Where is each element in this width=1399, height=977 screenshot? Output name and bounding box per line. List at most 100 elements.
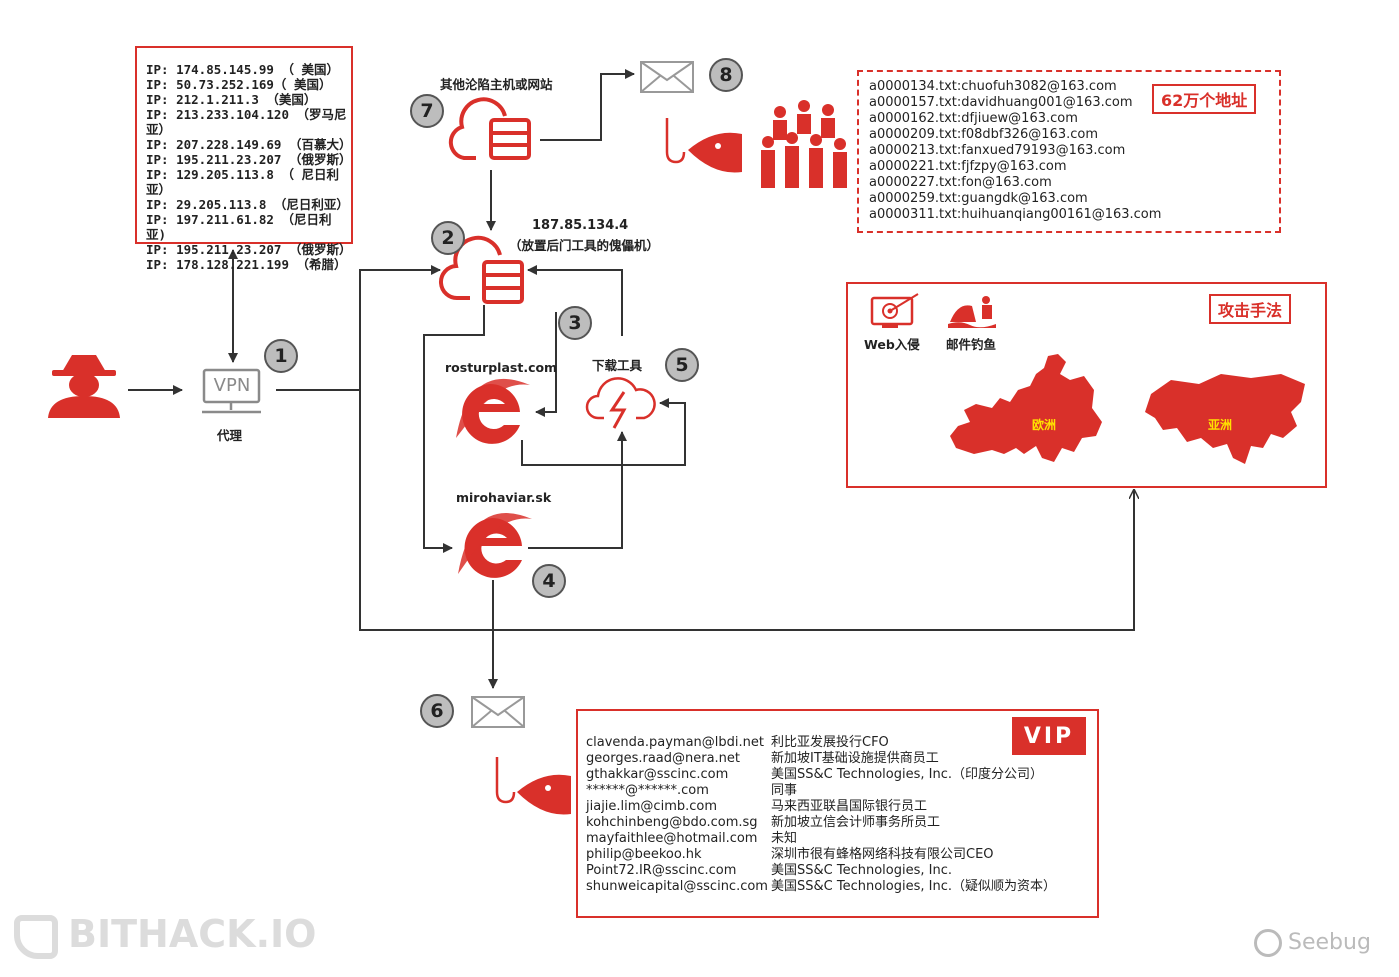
phishing-hook-icon-8 (665, 118, 686, 164)
step-badge-2: 2 (431, 221, 465, 255)
target-entry: a0000209.txt:f08dbf326@163.com (869, 127, 1098, 142)
fish-icon-8 (688, 132, 742, 173)
vip-row: clavenda.payman@lbdi.net 利比亚发展投行CFO (586, 735, 1056, 751)
vip-email: Point72.IR@sscinc.com (586, 863, 737, 878)
arrow-server-mirohaviar (423, 305, 485, 553)
target-entry: a0000213.txt:fanxued79193@163.com (869, 143, 1126, 158)
vip-email: jiajie.lim@cimb.com (586, 799, 718, 814)
mirohaviar-label: mirohaviar.sk (456, 490, 552, 505)
vip-desc: 美国SS&C Technologies, Inc. (771, 863, 952, 878)
fish-icon-6 (517, 774, 571, 815)
target-entry: a0000221.txt:fjfzpy@163.com (869, 159, 1067, 174)
hacker-icon (48, 355, 120, 418)
phishing-hook-icon-6 (495, 757, 516, 804)
bithack-watermark: BITHACK.IO (14, 912, 316, 959)
step-badge-1: 1 (264, 339, 298, 373)
server-desc-label: （放置后门工具的傀儡机） (509, 238, 660, 253)
seebug-watermark-text: Seebug (1288, 930, 1371, 955)
arrow-trunk-attack (359, 390, 1134, 631)
server-ip-label: 187.85.134.4 (532, 218, 629, 233)
ip-entry: IP: 195.211.23.207 （俄罗斯） (146, 152, 352, 167)
seebug-logo-icon (1254, 929, 1282, 957)
europe-map-icon (950, 354, 1102, 462)
ip-entry: IP: 213.233.104.120 （罗马尼亚） (146, 107, 347, 137)
attack-methods-tag: 攻击手法 (1209, 294, 1292, 324)
web-intrusion-icon (870, 293, 919, 328)
vip-desc: 深圳市很有蜂格网络科技有限公司CEO (771, 847, 994, 862)
vip-desc: 美国SS&C Technologies, Inc.（疑似顺为资本） (771, 879, 1056, 894)
target-entry: a0000157.txt:davidhuang001@163.com (869, 95, 1133, 110)
cloud-server-icon-hosts (448, 97, 531, 160)
target-entry: a0000311.txt:huihuanqiang00161@163.com (869, 207, 1162, 222)
arrow-trunk-server (359, 265, 441, 390)
seebug-watermark: Seebug (1254, 929, 1371, 957)
vip-desc: 新加坡IT基础设施提供商员工 (771, 751, 939, 766)
vip-email: georges.raad@nera.net (586, 751, 741, 766)
target-entry: a0000134.txt:chuofuh3082@163.com (869, 79, 1117, 94)
vip-row: Point72.IR@sscinc.com 美国SS&C Technologies… (586, 863, 1056, 879)
attack-methods-box: 攻击手法 Web入侵 邮件钓鱼 欧洲 亚洲 (846, 282, 1327, 488)
vip-desc: 利比亚发展投行CFO (771, 735, 889, 750)
target-entry: a0000259.txt:guangdk@163.com (869, 191, 1088, 206)
europe-label: 欧洲 (1032, 418, 1057, 432)
step-badge-5: 5 (665, 348, 699, 382)
other-hosts-label: 其他沦陷主机或网站 (440, 77, 553, 92)
vip-email: ******@******.com (586, 783, 709, 798)
asia-map-icon (1145, 374, 1305, 464)
vip-desc: 同事 (771, 783, 798, 798)
ip-entry: IP: 29.205.113.8 （尼日利亚） (146, 197, 349, 212)
vip-email: shunweicapital@sscinc.com (586, 879, 768, 894)
cloud-server-icon-main (439, 235, 524, 304)
vip-desc: 马来西亚联昌国际银行员工 (771, 799, 928, 814)
vip-row: jiajie.lim@cimb.com 马来西亚联昌国际银行员工 (586, 799, 1056, 815)
ip-list-box: IP: 174.85.145.99 （ 美国）IP: 50.73.252.169… (135, 46, 353, 272)
ip-list: IP: 174.85.145.99 （ 美国）IP: 50.73.252.169… (146, 62, 352, 272)
vip-row: philip@beekoo.hk 深圳市很有蜂格网络科技有限公司CEO (586, 847, 1056, 863)
step-badge-4: 4 (532, 564, 566, 598)
vip-row: ******@******.com 同事 (586, 783, 1056, 799)
phishing-label: 邮件钓鱼 (946, 337, 997, 352)
vip-email: clavenda.payman@lbdi.net (586, 735, 764, 750)
phishing-icon (948, 296, 996, 328)
mail-icon-8 (640, 61, 694, 93)
ip-entry: IP: 178.128.221.199 （希腊） (146, 257, 347, 272)
vip-desc: 未知 (771, 831, 798, 846)
vip-email: mayfaithlee@hotmail.com (586, 831, 758, 846)
ip-entry: IP: 129.205.113.8 （ 尼日利亚） (146, 167, 339, 197)
vip-email: kohchinbeng@bdo.com.sg (586, 815, 758, 830)
ip-entry: IP: 197.211.61.82 （尼日利亚) (146, 212, 332, 242)
mail-icon-6 (471, 696, 525, 728)
crowd-icon (761, 100, 847, 188)
arrow-hosts-mail (540, 69, 635, 141)
web-intrusion-label: Web入侵 (864, 337, 920, 352)
step-badge-7: 7 (410, 94, 444, 128)
vip-desc: 新加坡立信会计师事务所员工 (771, 815, 941, 830)
ip-entry: IP: 50.73.252.169（ 美国） (146, 77, 332, 92)
vpn-icon (202, 368, 261, 414)
ip-entry: IP: 174.85.145.99 （ 美国） (146, 62, 339, 77)
rosturplast-label: rosturplast.com (445, 360, 558, 375)
vip-email: gthakkar@sscinc.com (586, 767, 729, 782)
vip-row: georges.raad@nera.net 新加坡IT基础设施提供商员工 (586, 751, 1056, 767)
proxy-label: 代理 (217, 428, 243, 443)
vip-email: philip@beekoo.hk (586, 847, 702, 862)
arrow-server-rosturplast (535, 312, 557, 417)
download-cloud-icon (585, 377, 656, 429)
targets-count-tag: 62万个地址 (1152, 84, 1257, 114)
vpn-text: VPN (213, 375, 251, 396)
vip-row: kohchinbeng@bdo.com.sg 新加坡立信会计师事务所员工 (586, 815, 1056, 831)
step-badge-6: 6 (420, 694, 454, 728)
bithack-logo-icon (14, 914, 58, 959)
ip-entry: IP: 207.228.149.69 （百慕大） (146, 137, 352, 152)
step-badge-8: 8 (709, 58, 743, 92)
step-badge-3: 3 (558, 306, 592, 340)
vip-tag: VIP (1012, 717, 1086, 755)
ie-icon-rosturplast (456, 378, 530, 444)
